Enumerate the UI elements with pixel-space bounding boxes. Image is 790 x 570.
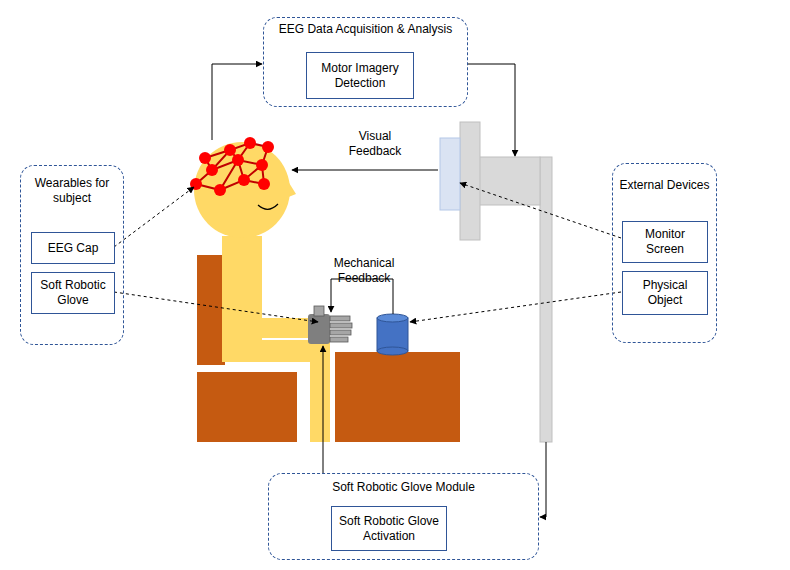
group-box: External DevicesMonitor ScreenPhysical O… (612, 163, 717, 343)
head (194, 142, 290, 238)
box-label: Soft Robotic Glove (32, 278, 114, 308)
physical-object-cup (377, 314, 408, 355)
shin (310, 355, 330, 442)
group-heading: EEG Data Acquisition & Analysis (264, 22, 467, 37)
box-label: Soft Robotic Glove Activation (332, 514, 446, 544)
table (335, 352, 460, 442)
process-box: Monitor Screen (622, 221, 708, 263)
group-heading: Wearables for subject (21, 176, 123, 206)
chair-seat (197, 372, 297, 442)
eeg-electrodes (190, 137, 274, 196)
box-label: Physical Object (623, 278, 707, 308)
group-heading: Soft Robotic Glove Module (269, 480, 538, 495)
box-label: EEG Cap (45, 241, 102, 256)
feedback-label: Visual Feedback (335, 129, 415, 159)
group-box: Wearables for subjectEEG CapSoft Robotic… (20, 165, 124, 345)
feedback-label: Mechanical Feedback (316, 256, 412, 286)
group-box: EEG Data Acquisition & AnalysisMotor Ima… (263, 17, 468, 107)
process-box: Physical Object (622, 271, 708, 315)
group-box: Soft Robotic Glove ModuleSoft Robotic Gl… (268, 473, 539, 560)
smile (258, 204, 278, 209)
process-box: Soft Robotic Glove Activation (331, 506, 447, 551)
group-heading: External Devices (613, 178, 716, 193)
box-label: Motor Imagery Detection (307, 61, 413, 91)
flow-arrows (212, 64, 546, 517)
pointer-arrows (114, 183, 621, 322)
forearm (250, 318, 312, 338)
nose (286, 178, 296, 198)
process-box: EEG Cap (31, 232, 115, 264)
process-box: Soft Robotic Glove (31, 272, 115, 314)
process-box: Motor Imagery Detection (306, 52, 414, 99)
robotic-glove (308, 306, 352, 344)
eeg-net (196, 143, 268, 190)
chair-back (197, 255, 225, 365)
box-label: Monitor Screen (623, 227, 707, 257)
monitor (440, 122, 552, 442)
